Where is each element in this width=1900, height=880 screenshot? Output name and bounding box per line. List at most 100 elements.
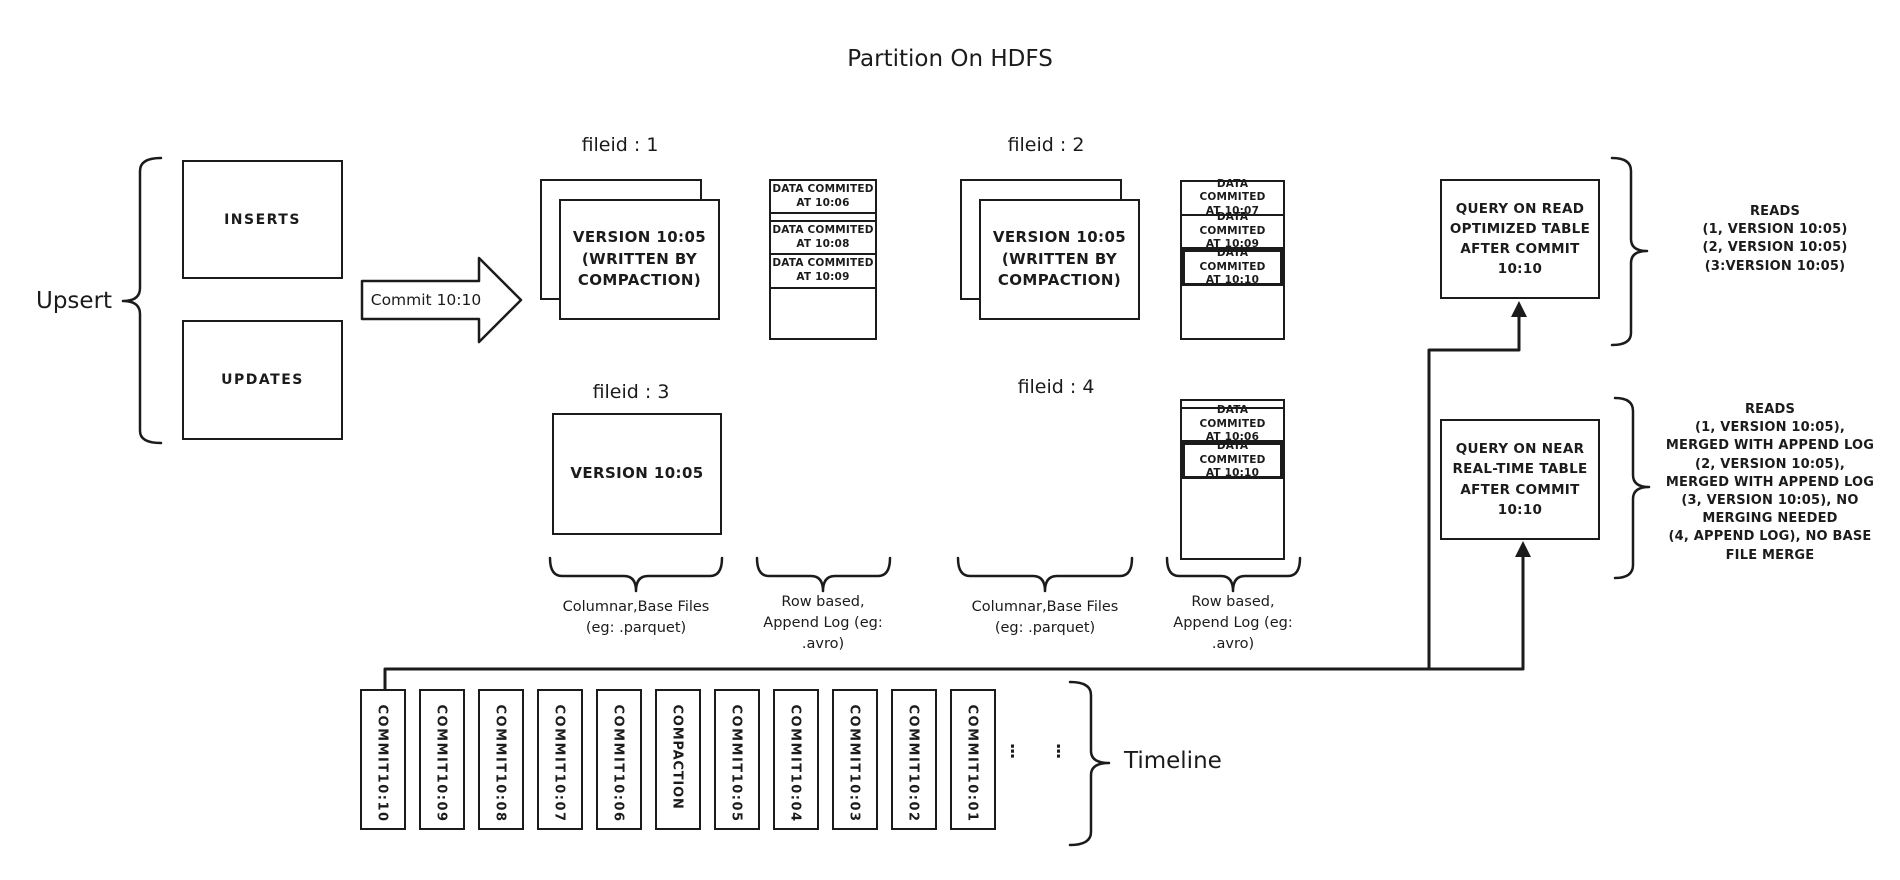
reads-brace-1 (1610, 156, 1649, 347)
log-segment: DATA COMMITED AT 10:10 (1182, 247, 1283, 287)
version-line: VERSION 10:05 (572, 227, 707, 246)
timeline-entry-time: 10:02 (906, 773, 921, 823)
timeline-entry-word: COMMIT (906, 704, 921, 774)
log-segment-line: DATA COMMITED (772, 182, 874, 195)
inserts-box: INSERTS (182, 160, 343, 279)
rowlog-label-right: Row based, Append Log (eg: .avro) (1143, 592, 1323, 655)
version-line: COMPACTION) (997, 271, 1122, 290)
timeline-entry-time: 10:03 (847, 773, 862, 823)
log-segment-line: DATA COMMITED (772, 223, 874, 236)
fileid-3-label: fileid : 3 (592, 381, 670, 403)
column-label-line: Columnar,Base Files (562, 599, 710, 615)
column-label-line: Columnar,Base Files (971, 599, 1119, 615)
columnar-brace-right (956, 556, 1134, 593)
timeline-entry-word: COMMIT (788, 704, 803, 774)
log-segment: DATA COMMITED AT 10:07 (1182, 178, 1283, 217)
column-label-line: Row based, (1191, 594, 1275, 610)
query-read-optimized-box: QUERY ON READ OPTIMIZED TABLE AFTER COMM… (1440, 179, 1600, 299)
version-line: (WRITTEN BY (1001, 249, 1118, 268)
commit-arrow (360, 256, 523, 344)
timeline-entry-word: COMMIT (375, 704, 390, 774)
reads-brace-2 (1613, 396, 1651, 580)
updates-label: UPDATES (221, 372, 304, 388)
rowlog-label-left: Row based, Append Log (eg: .avro) (733, 592, 913, 655)
fileid-4-label: fileid : 4 (1017, 376, 1095, 398)
log-gap-strip (1182, 401, 1283, 409)
log-segment-line: AT 10:10 (1205, 467, 1260, 480)
column-label-line: Append Log (eg: (763, 615, 883, 632)
log-gap-strip (771, 214, 875, 222)
version-line: (WRITTEN BY (581, 249, 698, 268)
log-segment-line: AT 10:10 (1205, 274, 1260, 287)
fileid-1-base-file: VERSION 10:05 (WRITTEN BY COMPACTION) (559, 199, 720, 320)
timeline-entry-word: COMMIT (611, 704, 626, 774)
log-segment-line: DATA COMMITED (1199, 404, 1266, 430)
updates-box: UPDATES (182, 320, 343, 440)
log-segment-line: DATA COMMITED (1199, 177, 1266, 204)
query-line: QUERY ON NEAR (1455, 441, 1585, 457)
query-line: REAL-TIME TABLE (1452, 461, 1588, 478)
columnar-label-right: Columnar,Base Files (eg: .parquet) (945, 597, 1145, 639)
timeline-entry-word: COMMIT (729, 704, 744, 774)
query-line: OPTIMIZED TABLE (1449, 220, 1591, 237)
query-line: AFTER COMMIT (1460, 241, 1580, 257)
reads-line: (3:VERSION 10:05) (1704, 258, 1846, 274)
reads-line: (1, VERSION 10:05), (1694, 420, 1846, 436)
log-segment-line: DATA COMMITED (772, 257, 874, 270)
log-segment: DATA COMMITED AT 10:09 (771, 255, 875, 289)
reads-line: MERGING NEEDED (1702, 511, 1838, 527)
log-segment-line: DATA COMMITED (1199, 211, 1266, 237)
log-file-3: DATA COMMITED AT 10:06 DATA COMMITED AT … (1180, 399, 1285, 560)
timeline-ellipsis-icon: ⋮ (1050, 742, 1067, 762)
version-line: VERSION 10:05 (570, 464, 704, 483)
inserts-label: INSERTS (224, 211, 301, 228)
reads-line: READS (1744, 402, 1796, 417)
timeline-entry-time: 10:05 (729, 773, 744, 823)
log-segment-line: DATA COMMITED (1199, 440, 1266, 466)
upsert-brace (121, 156, 163, 445)
timeline-entry-word: COMPACTION (670, 704, 685, 810)
timeline-entry-time: 10:04 (788, 773, 803, 823)
timeline-entry-time: 10:01 (965, 773, 980, 823)
reads-summary-1: READS (1, VERSION 10:05) (2, VERSION 10:… (1655, 203, 1895, 276)
timeline-entry-word: COMMIT (965, 704, 980, 774)
reads-line: MERGED WITH APPEND LOG (1665, 474, 1875, 490)
timeline-box-compaction: COMPACTION (655, 689, 701, 830)
query-near-realtime-box: QUERY ON NEAR REAL-TIME TABLE AFTER COMM… (1440, 419, 1600, 540)
diagram-title: Partition On HDFS (847, 46, 1053, 72)
reads-line: (4, APPEND LOG), NO BASE (1668, 529, 1872, 545)
column-label-line: .avro) (801, 636, 845, 653)
timeline-entry-word: COMMIT (434, 704, 449, 774)
timeline-to-realtime-connector (383, 551, 1525, 693)
log-segment: DATA COMMITED AT 10:06 (1182, 404, 1283, 443)
timeline-ellipsis-icon: ⋮ (1004, 742, 1021, 762)
timeline-entry-word: COMMIT (493, 704, 508, 774)
log-segment: DATA COMMITED AT 10:08 (771, 222, 875, 255)
query-line: 10:10 (1497, 501, 1543, 518)
fileid-1-label: fileid : 1 (581, 134, 659, 156)
timeline-entry-word: COMMIT (552, 704, 567, 774)
timeline-entry-time: 10:09 (434, 773, 449, 823)
reads-line: FILE MERGE (1725, 547, 1815, 563)
timeline-label: Timeline (1124, 748, 1222, 774)
log-file-1: DATA COMMITED AT 10:06 DATA COMMITED AT … (769, 179, 877, 340)
reads-summary-2: READS (1, VERSION 10:05), MERGED WITH AP… (1642, 401, 1898, 565)
timeline-entry-word: COMMIT (847, 704, 862, 774)
version-line: COMPACTION) (577, 271, 702, 290)
timeline-entry-time: 10:10 (375, 773, 390, 823)
log-segment-line: AT 10:09 (796, 271, 850, 283)
log-segment-line: DATA COMMITED (1199, 247, 1266, 273)
fileid-2-label: fileid : 2 (1007, 134, 1085, 156)
version-line: VERSION 10:05 (992, 227, 1127, 246)
rowlog-brace-right (1165, 556, 1302, 593)
reads-line: (2, VERSION 10:05), (1694, 456, 1846, 472)
columnar-brace-left (548, 556, 724, 593)
column-label-line: (eg: .parquet) (994, 620, 1096, 637)
reads-line: MERGED WITH APPEND LOG (1665, 438, 1875, 454)
timeline-entry-time: 10:06 (611, 773, 626, 823)
